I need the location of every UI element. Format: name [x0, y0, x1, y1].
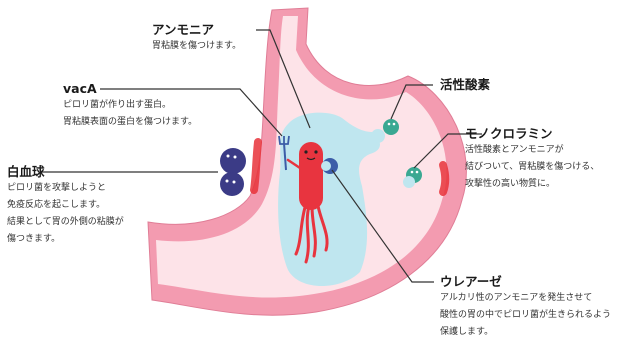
white-blood-cell-desc-line: ピロリ菌を攻撃しようと [7, 180, 124, 197]
vaca-desc-line: 胃粘膜表面の蛋白を傷つけます。 [63, 114, 197, 131]
inflammation-right [443, 165, 445, 192]
white-blood-cell-desc: ピロリ菌を攻撃しようと 免疫反応を起こします。 結果として胃の外側の粘膜が 傷つ… [7, 180, 124, 248]
monochloramine-title: モノクロラミン [465, 126, 599, 142]
label-white-blood-cell: 白血球 ピロリ菌を攻撃しようと 免疫反応を起こします。 結果として胃の外側の粘膜… [7, 164, 124, 248]
vaca-desc: ピロリ菌が作り出す蛋白。 胃粘膜表面の蛋白を傷つけます。 [63, 97, 197, 131]
ammonia-title: アンモニア [152, 22, 241, 38]
vaca-desc-line: ピロリ菌が作り出す蛋白。 [63, 97, 197, 114]
monochloramine-desc-line: 活性酸素とアンモニアが [465, 142, 599, 159]
active-oxygen-title: 活性酸素 [440, 77, 490, 93]
vaca-title: vacA [63, 81, 197, 97]
ammonia-desc: 胃粘膜を傷つけます。 [152, 38, 241, 55]
inflammation-left [254, 142, 258, 190]
ammonia-bubble [371, 129, 385, 143]
monochloramine-desc: 活性酸素とアンモニアが 結びついて、胃粘膜を傷つける、 攻撃性の高い物質に。 [465, 142, 599, 193]
monochloramine-desc-line: 攻撃性の高い物質に。 [465, 176, 599, 193]
urease-desc-line: 酸性の胃の中でピロリ菌が生きられるよう [440, 307, 611, 324]
white-blood-cell-desc-line: 結果として胃の外側の粘膜が [7, 214, 124, 231]
white-blood-cell-title: 白血球 [7, 164, 124, 180]
ammonia-desc-line: 胃粘膜を傷つけます。 [152, 38, 241, 55]
white-blood-cell-desc-line: 傷つきます。 [7, 231, 124, 248]
active-oxygen-icon [383, 119, 399, 135]
label-urease: ウレアーゼ アルカリ性のアンモニアを発生させて 酸性の胃の中でピロリ菌が生きられ… [440, 274, 611, 341]
white-blood-cell-desc-line: 免疫反応を起こします。 [7, 197, 124, 214]
label-monochloramine: モノクロラミン 活性酸素とアンモニアが 結びついて、胃粘膜を傷つける、 攻撃性の… [465, 126, 599, 193]
label-active-oxygen: 活性酸素 [440, 77, 490, 93]
urease-title: ウレアーゼ [440, 274, 611, 290]
urease-desc: アルカリ性のアンモニアを発生させて 酸性の胃の中でピロリ菌が生きられるよう 保護… [440, 290, 611, 341]
monochloramine-desc-line: 結びついて、胃粘膜を傷つける、 [465, 159, 599, 176]
white-blood-cell-icon [220, 148, 246, 196]
urease-desc-line: 保護します。 [440, 324, 611, 341]
label-vaca: vacA ピロリ菌が作り出す蛋白。 胃粘膜表面の蛋白を傷つけます。 [63, 81, 197, 131]
urease-desc-line: アルカリ性のアンモニアを発生させて [440, 290, 611, 307]
label-ammonia: アンモニア 胃粘膜を傷つけます。 [152, 22, 241, 55]
